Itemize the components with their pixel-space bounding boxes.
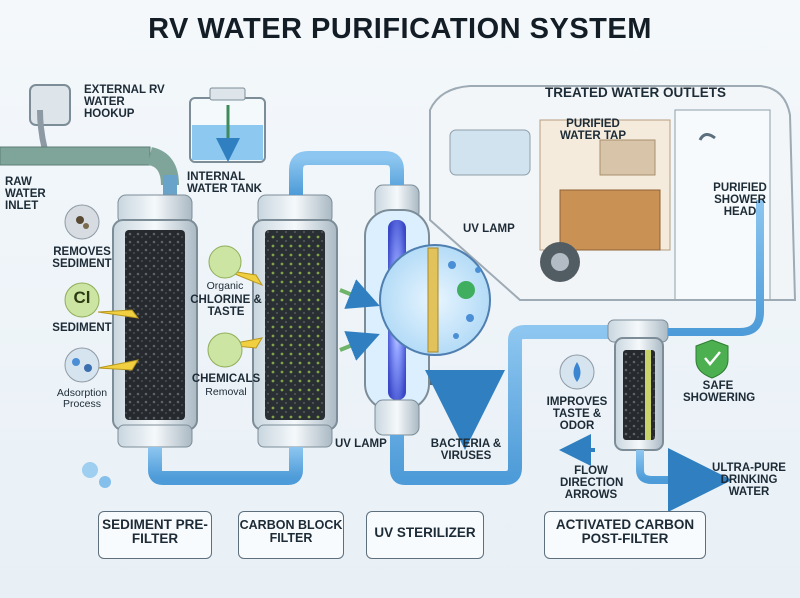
post-filter-cartridge xyxy=(607,319,669,451)
carbon-block-filter-cartridge xyxy=(252,194,338,448)
removal-label: Removal xyxy=(205,386,247,398)
sediment-filter-cartridge xyxy=(112,194,198,448)
uv-lamp-bottom-label: UV LAMP xyxy=(335,438,387,450)
safe-showering-label: SAFE SHOWERING xyxy=(683,380,756,405)
hookup-faucet-icon xyxy=(29,84,71,126)
removes-sediment-label: REMOVES SEDIMENT xyxy=(52,246,112,271)
stage-box-uv: UV STERILIZER xyxy=(366,511,484,559)
pipe-2-3 xyxy=(289,151,404,195)
bacteria-exit-arrow xyxy=(424,369,505,450)
sediment-label: SEDIMENT xyxy=(52,322,112,334)
stage-label-carbon: CARBON BLOCK FILTER xyxy=(239,518,343,546)
treated-outlets-label: TREATED WATER OUTLETS xyxy=(545,85,726,100)
rv-illustration xyxy=(429,85,797,301)
shield-check-icon xyxy=(695,339,729,379)
raw-water-pipe xyxy=(0,146,151,166)
chlorine-taste-label: CHLORINE & TASTE xyxy=(190,294,262,319)
cl-symbol: Cl xyxy=(73,288,91,307)
stage-box-sediment: SEDIMENT PRE-FILTER xyxy=(98,511,212,559)
pipe-to-outlet xyxy=(668,200,764,336)
stage-label-post: ACTIVATED CARBON POST-FILTER xyxy=(555,517,695,547)
purified-tap-label: PURIFIED WATER TAP xyxy=(559,118,626,143)
chemical-icon xyxy=(207,332,243,368)
flow-direction-label: FLOW DIRECTION ARROWS xyxy=(560,465,624,502)
pipe-1-2 xyxy=(148,447,303,485)
uv-lamp-top-label: UV LAMP xyxy=(463,223,515,235)
bacteria-icon xyxy=(457,281,475,299)
shower-icon xyxy=(698,133,716,141)
adsorption-label: Adsorption Process xyxy=(56,387,108,411)
raw-water-inlet-label: RAW WATER INLET xyxy=(5,176,46,213)
molecule-icon xyxy=(208,245,242,279)
stage-box-carbon: CARBON BLOCK FILTER xyxy=(238,511,344,559)
cl-icon xyxy=(64,282,100,318)
stage-label-sediment: SEDIMENT PRE-FILTER xyxy=(102,517,208,547)
pipe-3-4 xyxy=(390,325,610,485)
pipe-drinking xyxy=(636,448,732,512)
organic-label: Organic xyxy=(206,280,244,292)
chemicals-label: CHEMICALS xyxy=(191,373,261,385)
uv-inflow-arrows xyxy=(339,279,380,361)
stage-label-uv: UV STERILIZER xyxy=(374,525,476,540)
internal-tank-label: INTERNAL WATER TANK xyxy=(187,171,262,196)
bacteria-label: BACTERIA & VIRUSES xyxy=(430,438,502,463)
ultra-pure-label: ULTRA-PURE DRINKING WATER xyxy=(712,462,786,499)
stage-box-post: ACTIVATED CARBON POST-FILTER xyxy=(544,511,706,559)
external-hookup-label: EXTERNAL RV WATER HOOKUP xyxy=(84,84,165,121)
adsorption-icon xyxy=(64,347,100,383)
purified-shower-label: PURIFIED SHOWER HEAD xyxy=(713,182,767,219)
page-title: RV WATER PURIFICATION SYSTEM xyxy=(148,13,652,45)
improves-label: IMPROVES TASTE & ODOR xyxy=(546,396,608,433)
